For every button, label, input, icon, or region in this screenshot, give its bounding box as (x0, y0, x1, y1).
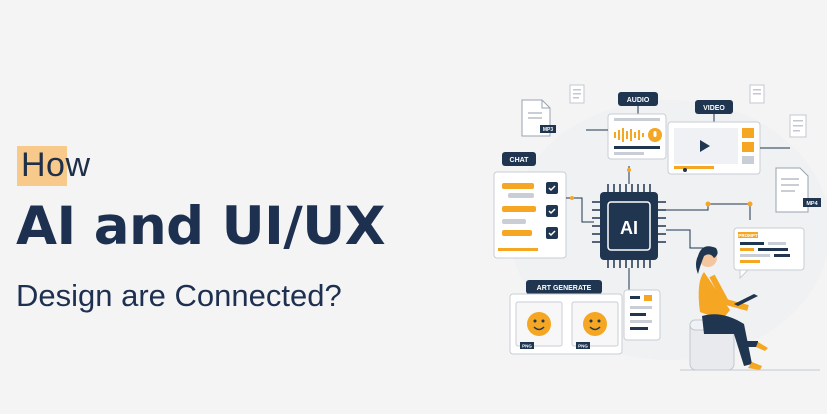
list-card (623, 289, 661, 341)
png-label-1: PNG (522, 344, 532, 349)
ai-chip: AI (592, 184, 666, 268)
document-icon (569, 84, 585, 104)
chat-card (493, 171, 567, 259)
video-card (667, 121, 761, 175)
checkbox-icon (546, 182, 558, 194)
audio-waveform (614, 128, 644, 142)
checkbox-icon (546, 227, 558, 239)
checkbox-icon (546, 205, 558, 217)
smiley-icon (527, 312, 551, 336)
audio-tag (618, 92, 658, 106)
mp3-label: MP3 (543, 127, 554, 133)
video-tag (695, 100, 733, 114)
chat-tag (502, 152, 536, 166)
main-headline: AI and UI/UX (16, 196, 386, 257)
mp4-label: MP4 (806, 201, 818, 207)
ai-illustration: MP3 AUDIO (490, 80, 827, 380)
video-tag-label: VIDEO (703, 105, 725, 112)
document-icon (789, 114, 807, 138)
play-icon (700, 140, 710, 152)
mp3-file-icon: MP3 (521, 99, 556, 137)
how-highlight (17, 146, 67, 186)
sub-headline: Design are Connected? (16, 278, 342, 313)
art-generate-card: PNG PNG (509, 293, 623, 355)
prompt-bubble: PROMPT (733, 227, 805, 280)
chat-tag-label: CHAT (510, 157, 530, 164)
art-generate-tag (526, 280, 602, 294)
document-icon (749, 84, 765, 104)
png-label-2: PNG (578, 344, 588, 349)
prompt-label: PROMPT (738, 233, 758, 238)
person-illustration (689, 246, 768, 371)
ai-chip-label: AI (620, 218, 638, 238)
audio-tag-label: AUDIO (627, 97, 650, 104)
audio-card (607, 113, 667, 160)
art-generate-tag-label: ART GENERATE (537, 285, 592, 292)
smiley-icon (583, 312, 607, 336)
mp4-file-icon: MP4 (775, 167, 821, 213)
how-label: How (21, 146, 91, 184)
